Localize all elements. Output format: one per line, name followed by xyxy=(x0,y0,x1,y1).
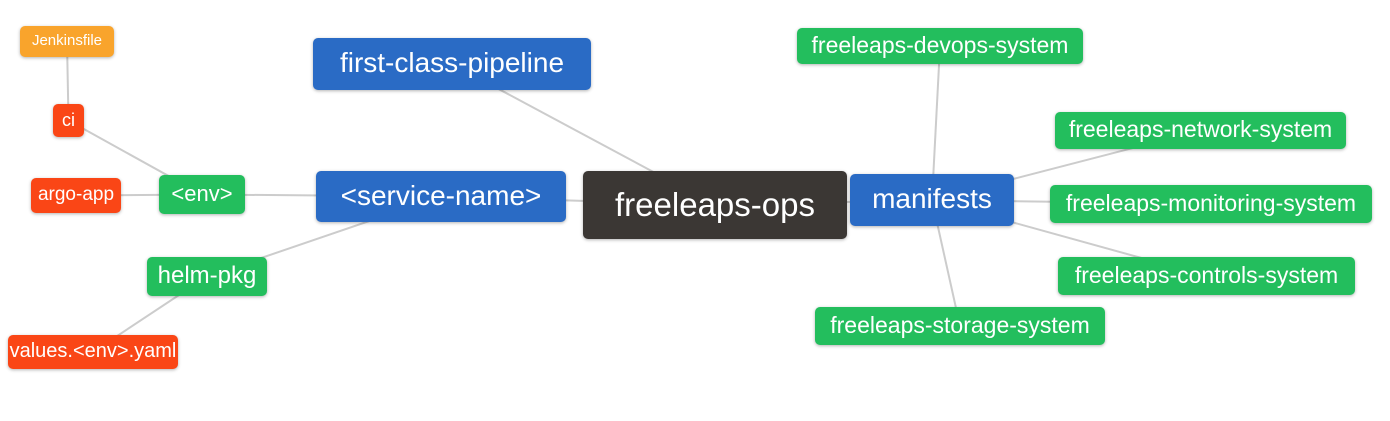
node-service-name[interactable]: <service-name> xyxy=(316,171,566,222)
node-helm-pkg[interactable]: helm-pkg xyxy=(147,257,267,296)
node-ci[interactable]: ci xyxy=(53,104,84,137)
node-manifests[interactable]: manifests xyxy=(850,174,1014,226)
node-jenkinsfile[interactable]: Jenkinsfile xyxy=(20,26,114,57)
node-freeleaps-controls-system[interactable]: freeleaps-controls-system xyxy=(1058,257,1355,295)
node-freeleaps-ops[interactable]: freeleaps-ops xyxy=(583,171,847,239)
node-env[interactable]: <env> xyxy=(159,175,245,214)
node-argo-app[interactable]: argo-app xyxy=(31,178,121,213)
node-freeleaps-devops-system[interactable]: freeleaps-devops-system xyxy=(797,28,1083,64)
node-freeleaps-network-system[interactable]: freeleaps-network-system xyxy=(1055,112,1346,149)
node-values-env-yaml[interactable]: values.<env>.yaml xyxy=(8,335,178,369)
node-freeleaps-storage-system[interactable]: freeleaps-storage-system xyxy=(815,307,1105,345)
node-first-class-pipeline[interactable]: first-class-pipeline xyxy=(313,38,591,90)
node-freeleaps-monitoring-system[interactable]: freeleaps-monitoring-system xyxy=(1050,185,1372,223)
